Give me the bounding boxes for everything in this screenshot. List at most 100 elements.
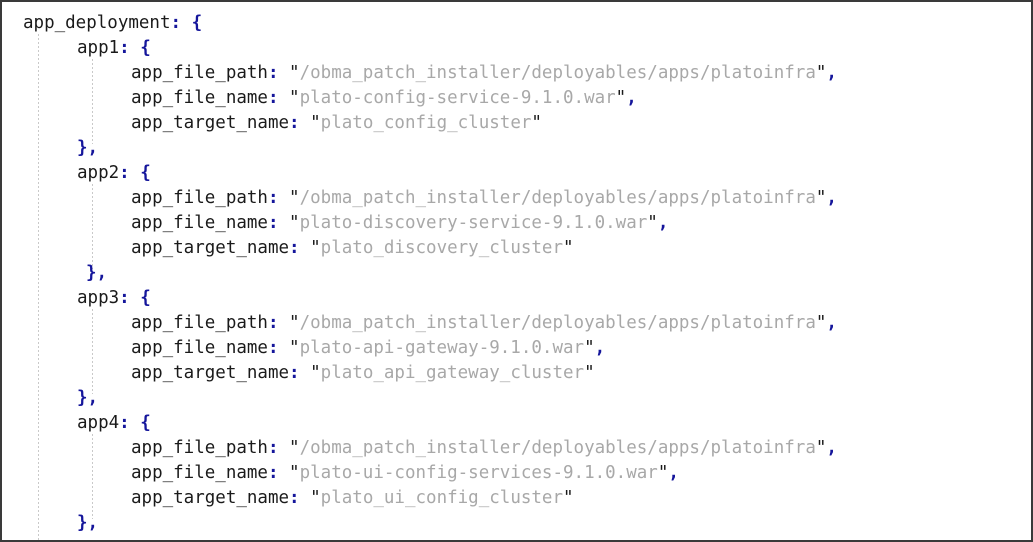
code-quote: " — [289, 188, 300, 208]
code-line: app_file_path: "/obma_patch_installer/de… — [23, 186, 1031, 211]
code-string-value: /obma_patch_installer/deployables/apps/p… — [299, 438, 816, 458]
code-key: app_file_name — [131, 213, 268, 233]
code-quote: " — [289, 63, 300, 83]
code-string-value: plato_api_gateway_cluster — [320, 363, 585, 383]
code-punctuation: , — [626, 88, 637, 108]
code-key: app_target_name — [131, 363, 290, 383]
code-quote: " — [289, 463, 300, 483]
code-quote: " — [310, 363, 321, 383]
code-key: app_file_path — [131, 313, 268, 333]
code-punctuation: : — [289, 238, 311, 258]
code-key: app_file_name — [131, 338, 268, 358]
code-string-value: plato_discovery_cluster — [320, 238, 563, 258]
code-punctuation: }, — [77, 513, 99, 533]
code-punctuation: : { — [119, 288, 151, 308]
code-string-value: plato_config_cluster — [320, 113, 532, 133]
code-line: app_deployment: { — [23, 11, 1031, 36]
code-line: app_file_path: "/obma_patch_installer/de… — [23, 436, 1031, 461]
code-punctuation: : — [267, 63, 290, 83]
code-line: }, — [23, 261, 1031, 286]
code-quote: " — [584, 363, 595, 383]
code-quote: " — [289, 338, 300, 358]
code-key: app_target_name — [131, 488, 290, 508]
code-quote: " — [615, 88, 627, 108]
code-string-value: plato-ui-config-services-9.1.0.war — [299, 463, 658, 483]
code-punctuation: : — [267, 438, 290, 458]
code-quote: " — [815, 63, 827, 83]
code-string-value: plato-discovery-service-9.1.0.war — [299, 213, 648, 233]
code-punctuation: , — [826, 313, 837, 333]
code-quote: " — [563, 238, 574, 258]
code-line: app1: { — [23, 36, 1031, 61]
code-punctuation: , — [668, 463, 679, 483]
code-quote: " — [289, 213, 300, 233]
code-quote: " — [584, 338, 595, 358]
code-punctuation: : — [267, 188, 290, 208]
code-string-value: plato-api-gateway-9.1.0.war — [299, 338, 585, 358]
code-quote: " — [647, 213, 658, 233]
code-punctuation: : — [289, 488, 311, 508]
code-punctuation: : { — [119, 163, 151, 183]
code-line: app_file_path: "/obma_patch_installer/de… — [23, 311, 1031, 336]
code-quote: " — [289, 438, 300, 458]
code-punctuation: : — [267, 88, 290, 108]
code-key: app1 — [77, 38, 120, 58]
code-key: app3 — [77, 288, 120, 308]
code-key: app4 — [77, 413, 120, 433]
code-quote: " — [815, 438, 827, 458]
code-punctuation: : — [289, 363, 311, 383]
code-punctuation: : — [267, 463, 290, 483]
code-punctuation: }, — [77, 138, 99, 158]
code-key: app_file_path — [131, 188, 268, 208]
code-line: app_target_name: "plato_api_gateway_clus… — [23, 361, 1031, 386]
code-line: app_file_name: "plato-ui-config-services… — [23, 461, 1031, 486]
code-string-value: /obma_patch_installer/deployables/apps/p… — [299, 188, 816, 208]
code-line: app_target_name: "plato_config_cluster" — [23, 111, 1031, 136]
indent-guide-app4 — [92, 434, 93, 519]
code-key: app_file_path — [131, 63, 268, 83]
indent-guide-app2 — [92, 184, 93, 269]
code-string-value: plato_ui_config_cluster — [320, 488, 563, 508]
code-key: app_file_path — [131, 438, 268, 458]
code-quote: " — [289, 313, 300, 333]
code-punctuation: , — [657, 213, 669, 233]
code-key: app_file_name — [131, 463, 268, 483]
code-line: app_file_path: "/obma_patch_installer/de… — [23, 61, 1031, 86]
code-quote: " — [563, 488, 574, 508]
code-punctuation: , — [594, 338, 606, 358]
code-line: app2: { — [23, 161, 1031, 186]
code-punctuation: : { — [170, 13, 203, 33]
code-quote: " — [310, 488, 321, 508]
code-punctuation: : — [267, 338, 290, 358]
code-line: }, — [23, 136, 1031, 161]
code-line: app_file_name: "plato-discovery-service-… — [23, 211, 1031, 236]
code-quote: " — [657, 463, 669, 483]
code-line: app_target_name: "plato_ui_config_cluste… — [23, 486, 1031, 511]
code-line: app3: { — [23, 286, 1031, 311]
indent-guide-app1 — [92, 59, 93, 144]
code-key: app_target_name — [131, 113, 290, 133]
indent-guide-level-1 — [38, 34, 39, 540]
code-quote: " — [310, 113, 321, 133]
code-punctuation: , — [826, 63, 837, 83]
code-line: }, — [23, 386, 1031, 411]
code-punctuation: : — [289, 113, 311, 133]
code-key: app2 — [77, 163, 120, 183]
code-line: }, — [23, 511, 1031, 536]
code-line: app_target_name: "plato_discovery_cluste… — [23, 236, 1031, 261]
code-punctuation: : { — [119, 38, 151, 58]
code-punctuation: , — [826, 188, 837, 208]
code-line: app4: { — [23, 411, 1031, 436]
code-string-value: plato-config-service-9.1.0.war — [299, 88, 616, 108]
code-punctuation: : { — [119, 413, 151, 433]
code-string-value: /obma_patch_installer/deployables/apps/p… — [299, 63, 816, 83]
code-punctuation: , — [826, 438, 837, 458]
code-quote: " — [289, 88, 300, 108]
indent-guide-app3 — [92, 309, 93, 394]
code-punctuation: }, — [77, 388, 99, 408]
code-key: app_target_name — [131, 238, 290, 258]
code-punctuation: }, — [86, 263, 108, 283]
code-quote: " — [531, 113, 542, 133]
